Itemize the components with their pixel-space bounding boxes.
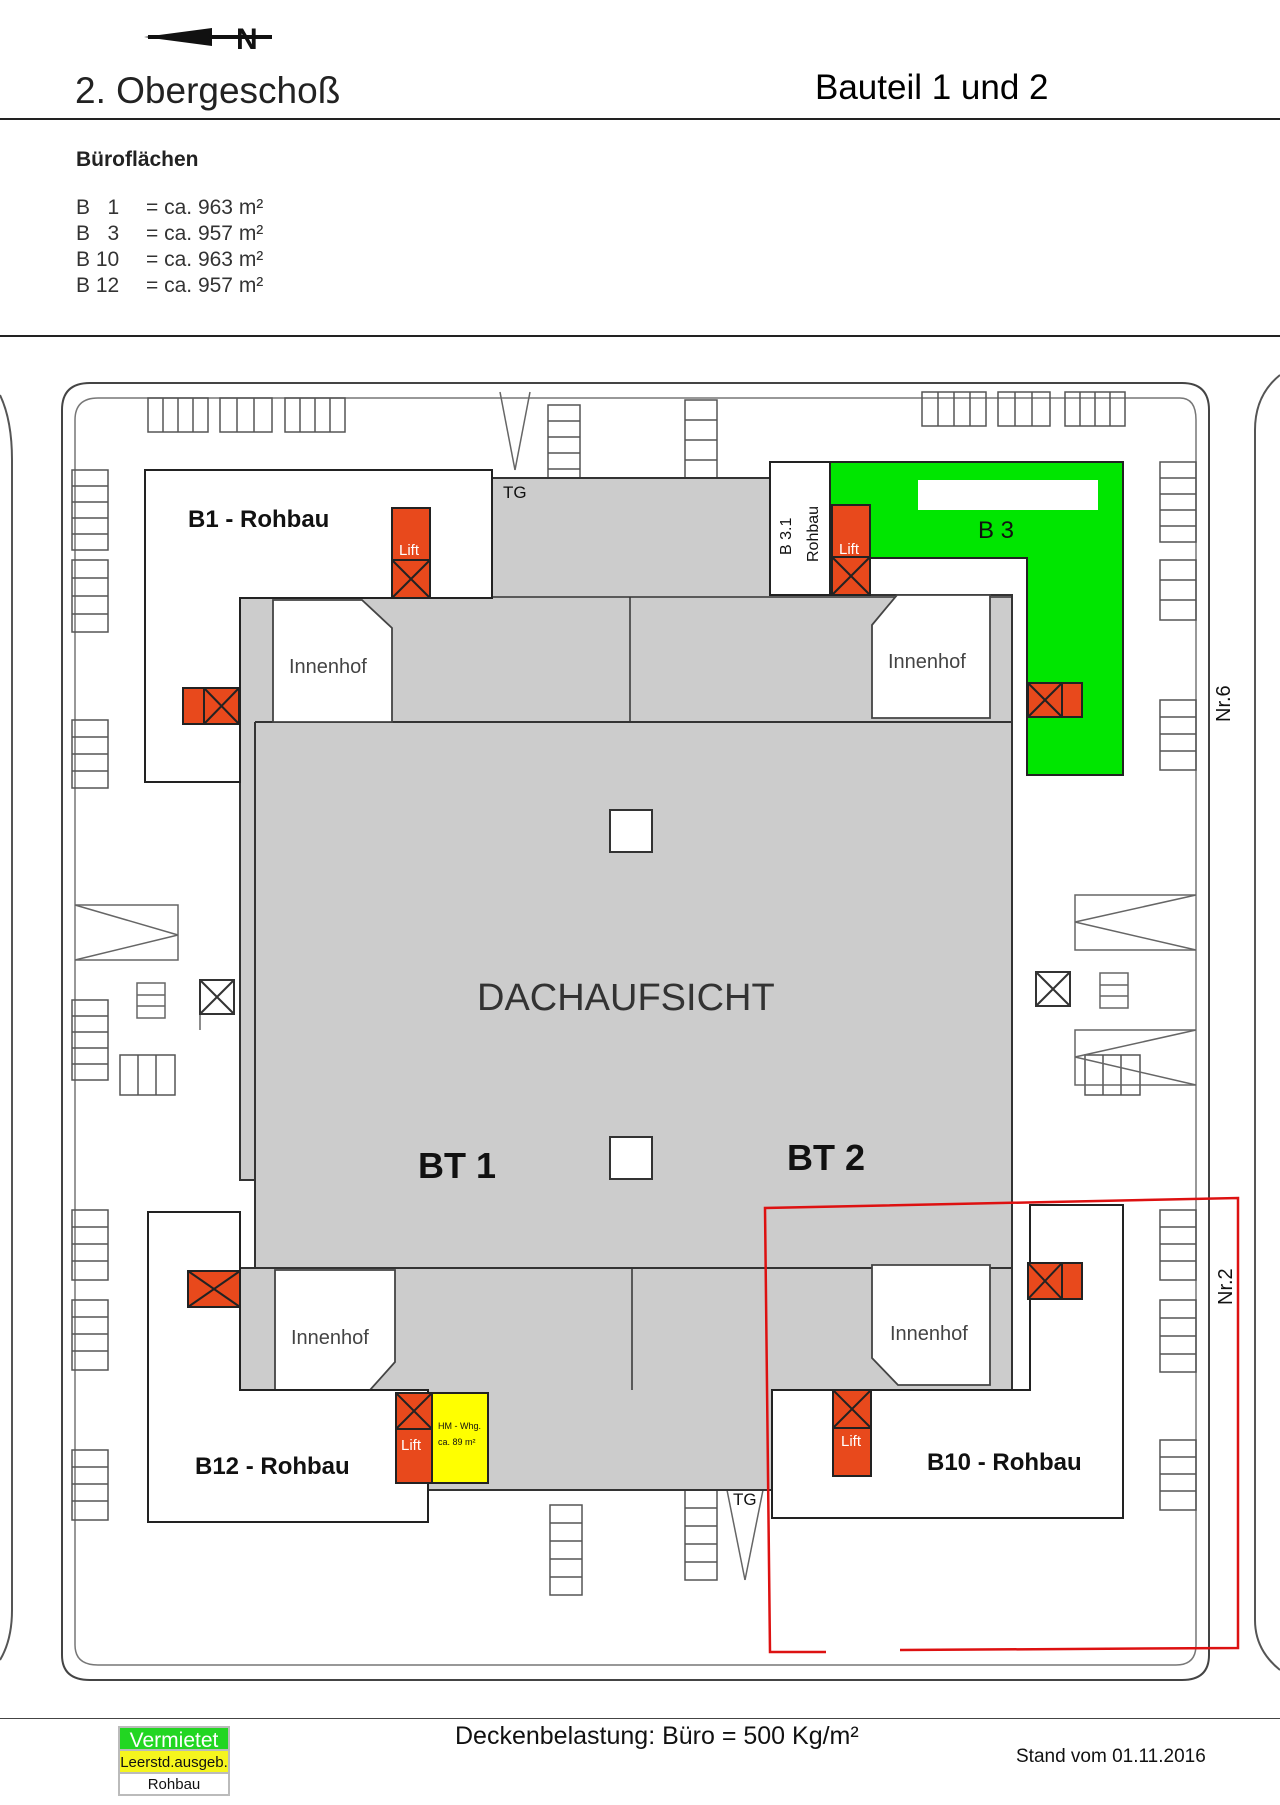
hm-label-line1: HM - Whg. [438, 1421, 481, 1431]
office-area: = ca. 963 m² [146, 248, 264, 271]
hm-label-line2: ca. 89 m² [438, 1437, 476, 1447]
courtyard-label: Innenhof [291, 1327, 369, 1349]
courtyard-label: Innenhof [289, 656, 367, 678]
date-note: Stand vom 01.11.2016 [1016, 1746, 1206, 1767]
courtyard-label: Innenhof [888, 651, 966, 673]
office-row: B 1 = ca. 963 m² [76, 196, 263, 220]
office-area: = ca. 957 m² [146, 222, 264, 245]
street-number-bottom: Nr.2 [1215, 1268, 1237, 1305]
office-area: = ca. 957 m² [146, 274, 264, 297]
office-row: B 3 = ca. 957 m² [76, 222, 263, 246]
b31-label-line2: Rohbau [805, 506, 822, 562]
office-unit: B 1 [76, 196, 120, 219]
courtyard-label: Innenhof [890, 1323, 968, 1345]
lift-cores [182, 504, 1083, 1484]
unit-hm-apartment [431, 1392, 489, 1484]
lift-label: Lift [839, 541, 860, 558]
legend-rented: Vermietet [118, 1726, 230, 1752]
load-note: Deckenbelastung: Büro = 500 Kg/m² [455, 1722, 859, 1750]
tg-label: TG [733, 1490, 757, 1509]
office-row: B 12 = ca. 957 m² [76, 274, 263, 298]
office-row: B 10 = ca. 963 m² [76, 248, 263, 272]
bt1-label: BT 1 [418, 1145, 496, 1186]
roof-hatches [199, 971, 1071, 1015]
office-unit: B 3 [76, 222, 120, 245]
b1-label: B1 - Rohbau [188, 506, 329, 533]
b3-label: B 3 [978, 517, 1014, 544]
parking-stalls [71, 391, 1197, 1596]
unit-b31 [769, 461, 831, 596]
offices-heading: Büroflächen [76, 148, 199, 171]
courtyards [272, 594, 991, 1391]
redaction-box [918, 480, 1098, 510]
tg-label: TG [503, 483, 527, 502]
street-number-top: Nr.6 [1213, 685, 1235, 722]
legend-shell: Rohbau [118, 1774, 230, 1796]
north-arrow-icon: N [144, 23, 272, 54]
b10-label: B10 - Rohbau [927, 1449, 1082, 1476]
north-label: N [236, 23, 258, 54]
section-divider [0, 335, 1280, 337]
building-title: Bauteil 1 und 2 [815, 68, 1049, 107]
lift-label: Lift [401, 1437, 422, 1454]
b31-label-line1: B 3.1 [778, 518, 795, 555]
b12-label: B12 - Rohbau [195, 1453, 350, 1480]
roof-label: DACHAUFSICHT [477, 977, 775, 1019]
lift-label: Lift [399, 542, 420, 559]
site-outline [0, 374, 1280, 1681]
office-unit: B 12 [76, 274, 120, 297]
header-divider [0, 118, 1280, 120]
bt2-label: BT 2 [787, 1137, 865, 1178]
footer-divider [0, 1718, 1280, 1719]
floor-title: 2. Obergeschoß [75, 70, 341, 111]
office-area: = ca. 963 m² [146, 196, 264, 219]
office-unit: B 10 [76, 248, 120, 271]
highlight-frame [763, 1196, 1240, 1654]
legend-vacant: Leerstd.ausgeb. [118, 1751, 230, 1774]
floor-plan: B1 - Rohbau B 3 B 3.1 Rohbau B12 - Rohba… [0, 374, 1280, 1681]
lift-label: Lift [841, 1433, 862, 1450]
